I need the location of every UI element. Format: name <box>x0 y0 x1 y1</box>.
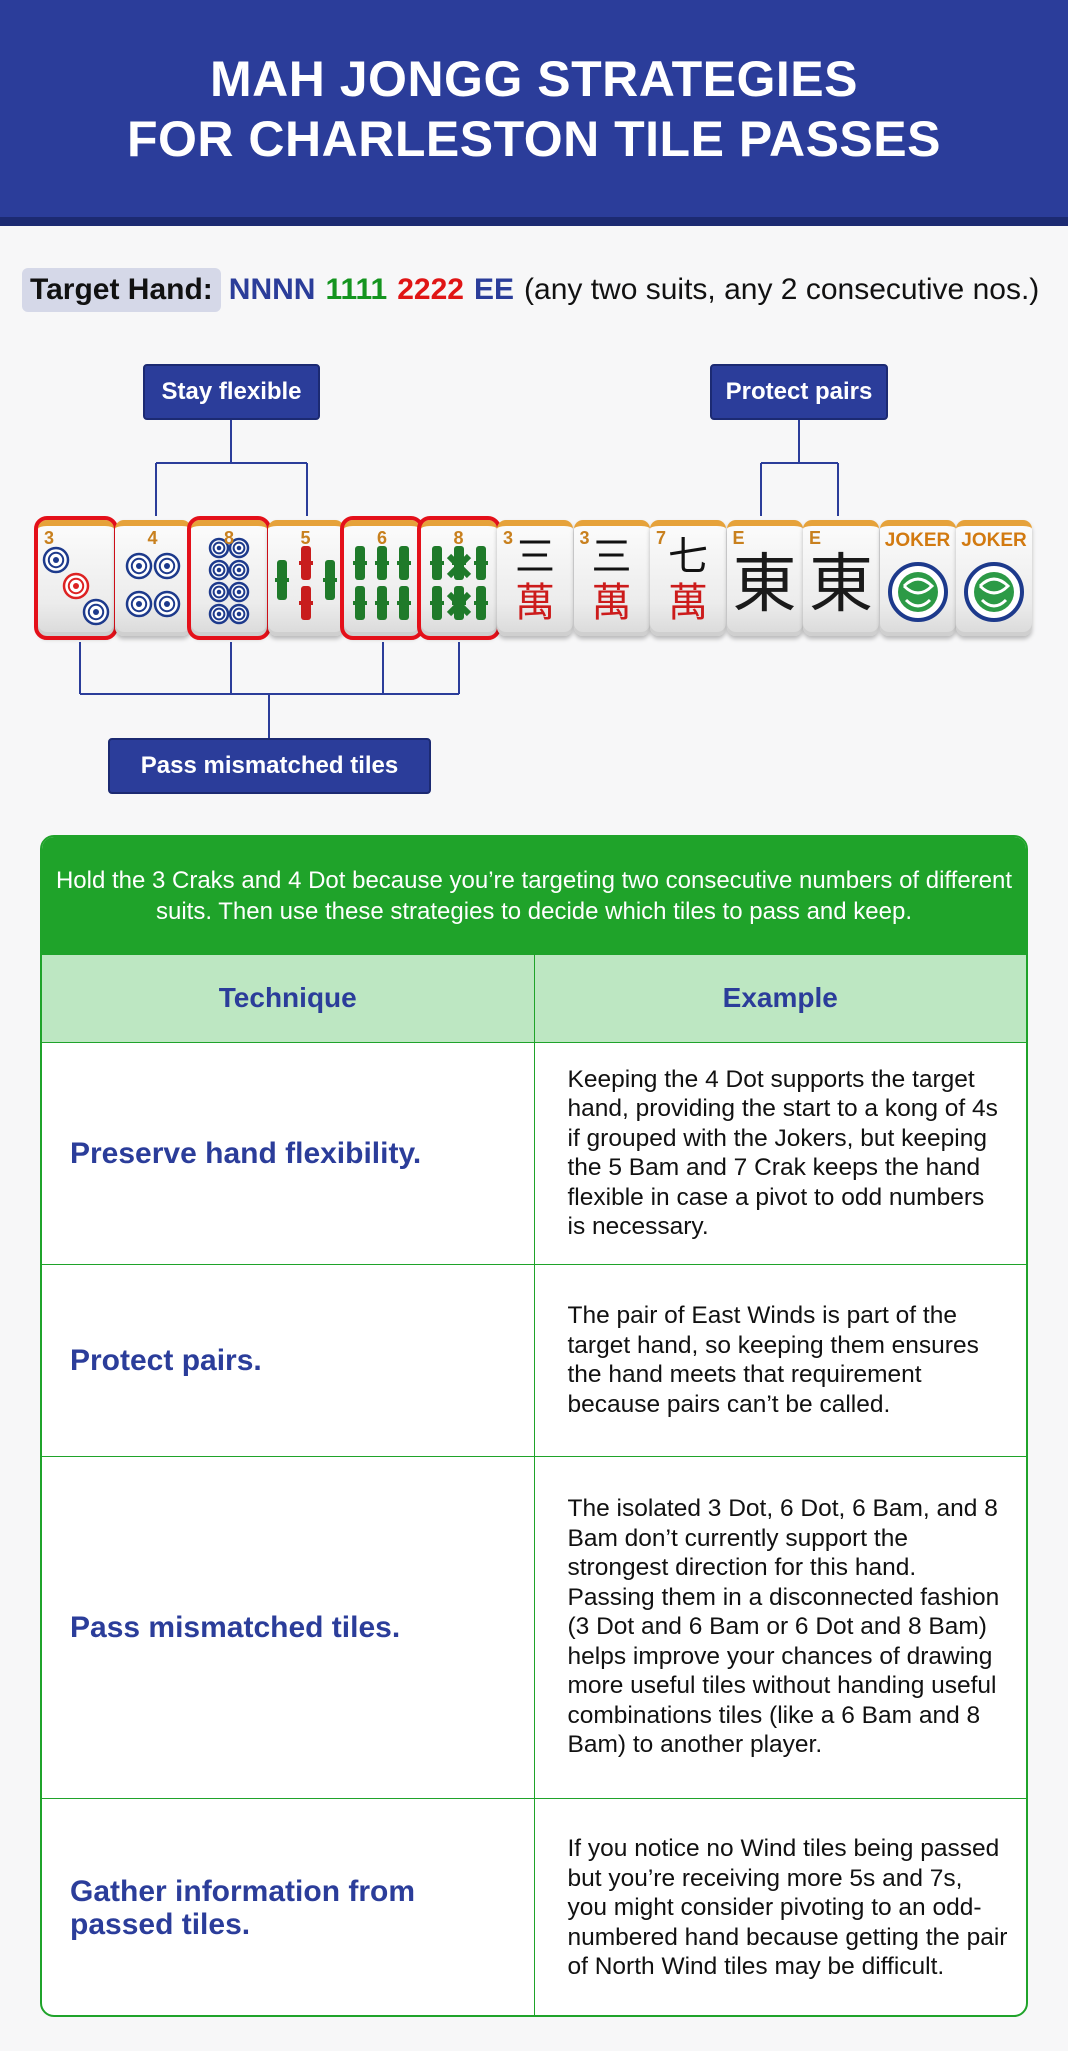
tile-corner-label: 4 <box>147 528 158 548</box>
strategy-table: Technique Example Preserve hand flexibil… <box>42 955 1026 2015</box>
bam-symbol-icon <box>353 546 411 620</box>
technique-header: Technique <box>42 955 535 1043</box>
example-cell: The pair of East Winds is part of the ta… <box>533 1263 1026 1457</box>
bam-symbol-icon <box>274 546 337 620</box>
title-line-2: FOR CHARLESTON TILE PASSES <box>126 110 941 167</box>
tile-dot: 8 <box>187 516 271 640</box>
crak-number-glyph: 三 <box>515 534 555 580</box>
tile-corner-label: 6 <box>376 528 387 548</box>
protect-pairs-callout: Protect pairs <box>710 364 888 420</box>
east-wind-glyph: 東 <box>809 548 873 622</box>
crak-number-glyph: 三 <box>591 534 632 580</box>
table-row: Pass mismatched tiles. The isolated 3 Do… <box>42 1455 1026 1799</box>
technique-cell: Protect pairs. <box>42 1263 535 1457</box>
tile-corner-label: 3 <box>503 528 514 548</box>
technique-cell: Gather information from passed tiles. <box>42 1797 535 2015</box>
dot-symbol-icon <box>125 552 180 618</box>
table-row: Protect pairs. The pair of East Winds is… <box>42 1263 1026 1457</box>
table-header-row: Technique Example <box>42 955 1026 1043</box>
target-hand-description: (any two suits, any 2 consecutive nos.) <box>524 273 1040 306</box>
table-row: Preserve hand flexibility. Keeping the 4… <box>42 1041 1026 1265</box>
example-cell: If you notice no Wind tiles being passed… <box>533 1797 1026 2015</box>
tile-corner-label: E <box>809 528 822 548</box>
tile-corner-label: 8 <box>453 528 464 548</box>
crak-character-glyph: 萬 <box>515 580 555 626</box>
tile-corner-label: E <box>732 528 745 548</box>
tile-corner-label: 3 <box>44 528 55 548</box>
stay-flexible-callout: Stay flexible <box>143 364 320 420</box>
tile-joker: JOKER <box>879 520 956 636</box>
example-cell: Keeping the 4 Dot supports the target ha… <box>533 1041 1026 1265</box>
technique-cell: Preserve hand flexibility. <box>42 1041 535 1265</box>
crak-character-glyph: 萬 <box>591 580 632 626</box>
pass-mismatched-callout: Pass mismatched tiles <box>108 738 431 794</box>
dot-symbol-icon <box>208 537 250 625</box>
target-hand-label: Target Hand: <box>22 268 221 312</box>
intro-text: Hold the 3 Craks and 4 Dot because you’r… <box>42 837 1026 955</box>
protect-pairs-connector <box>760 420 839 516</box>
joker-label: JOKER <box>961 530 1027 551</box>
page-title: MAH JONGG STRATEGIES FOR CHARLESTON TILE… <box>127 49 941 169</box>
tile-bam: 5 <box>267 520 344 636</box>
example-cell: The isolated 3 Dot, 6 Dot, 6 Bam, and 8 … <box>533 1455 1026 1799</box>
bam-symbol-icon <box>429 546 488 620</box>
target-hand-north: NNNN <box>228 273 316 306</box>
example-header: Example <box>533 955 1026 1043</box>
tile-joker: JOKER <box>956 520 1032 636</box>
tile-corner-label: 7 <box>656 528 667 548</box>
title-line-1: MAH JONGG STRATEGIES <box>209 50 858 107</box>
joker-label: JOKER <box>884 530 951 551</box>
crak-number-glyph: 七 <box>668 534 708 580</box>
target-hand-ones: 1111 <box>325 273 388 306</box>
stay-flexible-connector <box>155 420 308 516</box>
target-hand-twos: 2222 <box>397 273 464 306</box>
target-hand: Target Hand: NNNN 1111 2222 EE (any two … <box>22 266 1039 314</box>
pass-mismatched-connector <box>79 642 460 738</box>
dot-symbol-icon <box>42 546 110 626</box>
technique-cell: Pass mismatched tiles. <box>42 1455 535 1799</box>
tile-dot: 3 <box>34 516 118 640</box>
tile-corner-label: 8 <box>223 528 234 548</box>
page-header: MAH JONGG STRATEGIES FOR CHARLESTON TILE… <box>0 0 1068 226</box>
strategy-panel: Hold the 3 Craks and 4 Dot because you’r… <box>40 835 1028 2017</box>
east-wind-glyph: 東 <box>732 548 797 622</box>
table-row: Gather information from passed tiles. If… <box>42 1797 1026 2015</box>
target-hand-east: EE <box>474 273 515 306</box>
tile-bam: 8 <box>416 516 501 640</box>
tile-dot: 4 <box>114 520 191 636</box>
tile-corner-label: 3 <box>579 528 590 548</box>
joker-symbol-icon <box>887 562 948 622</box>
tile-corner-label: 5 <box>300 528 311 548</box>
tile-bam: 6 <box>340 516 424 640</box>
joker-symbol-icon <box>964 562 1024 622</box>
crak-character-glyph: 萬 <box>668 580 708 626</box>
